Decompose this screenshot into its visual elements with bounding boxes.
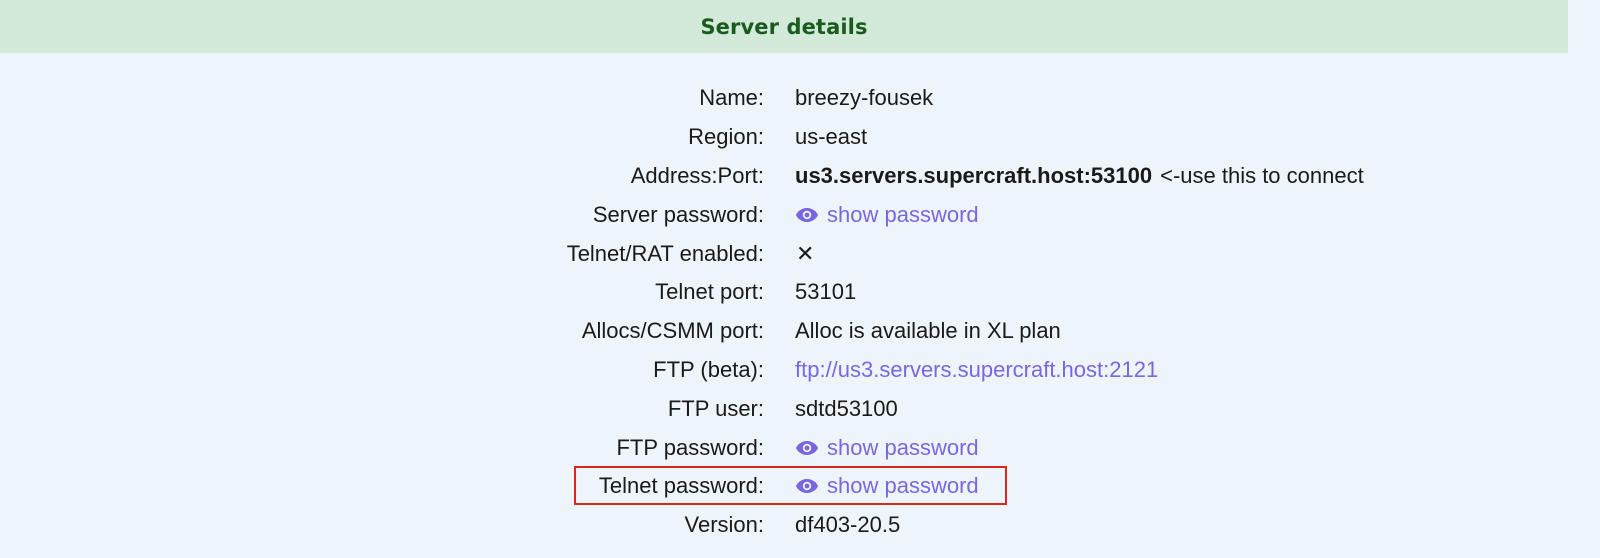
ftp-password-value: show password (795, 435, 979, 461)
name-label: Name: (699, 85, 764, 111)
eye-icon (796, 479, 818, 494)
allocs-port-value: Alloc is available in XL plan (795, 318, 1061, 344)
row-address-port: Address:Port: us3.servers.supercraft.hos… (0, 157, 1568, 196)
server-password-value: show password (795, 202, 979, 228)
show-server-password-text: show password (827, 201, 979, 227)
telnet-enabled-label: Telnet/RAT enabled: (566, 240, 764, 266)
telnet-password-label: Telnet password: (598, 473, 764, 499)
show-server-password-link[interactable]: show password (795, 202, 979, 228)
telnet-port-value: 53101 (795, 279, 857, 305)
region-value: us-east (795, 124, 868, 150)
panel-title: Server details (700, 14, 868, 39)
row-ftp: FTP (beta): ftp://us3.servers.supercraft… (0, 351, 1568, 390)
ftp-password-label: FTP password: (616, 434, 764, 460)
row-version: Version: df403-20.5 (0, 506, 1568, 545)
ftp-value: ftp://us3.servers.supercraft.host:2121 (795, 357, 1158, 383)
server-password-label: Server password: (592, 201, 764, 227)
server-details-body (0, 53, 1568, 558)
row-region: Region: us-east (0, 118, 1568, 157)
row-server-password: Server password: show password (0, 195, 1568, 234)
row-ftp-password: FTP password: show password (0, 428, 1568, 467)
row-allocs-port: Allocs/CSMM port: Alloc is available in … (0, 312, 1568, 351)
details-list: Name: breezy-fousek Region: us-east Addr… (0, 79, 1568, 545)
show-telnet-password-link[interactable]: show password (795, 473, 979, 499)
server-details-header: Server details (0, 0, 1568, 53)
address-port-value: us3.servers.supercraft.host:53100 <-use … (795, 163, 1364, 189)
allocs-port-label: Allocs/CSMM port: (581, 318, 764, 344)
address-port-text[interactable]: us3.servers.supercraft.host:53100 (795, 162, 1153, 188)
connect-hint: <-use this to connect (1160, 162, 1364, 188)
telnet-password-value: show password (795, 473, 979, 499)
ftp-label: FTP (beta): (653, 356, 764, 382)
eye-icon (796, 440, 818, 455)
ftp-user-label: FTP user: (667, 395, 764, 421)
show-telnet-password-text: show password (827, 473, 979, 499)
row-ftp-user: FTP user: sdtd53100 (0, 389, 1568, 428)
version-value: df403-20.5 (795, 512, 901, 538)
telnet-enabled-value: ✕ (795, 241, 814, 267)
row-telnet-enabled: Telnet/RAT enabled: ✕ (0, 234, 1568, 273)
eye-icon (796, 207, 818, 222)
show-ftp-password-text: show password (827, 434, 979, 460)
row-telnet-port: Telnet port: 53101 (0, 273, 1568, 312)
region-label: Region: (688, 124, 764, 150)
telnet-port-label: Telnet port: (655, 279, 764, 305)
ftp-user-value: sdtd53100 (795, 395, 898, 421)
name-value: breezy-fousek (795, 85, 934, 111)
x-mark-icon: ✕ (796, 240, 815, 266)
show-ftp-password-link[interactable]: show password (795, 435, 979, 461)
ftp-link[interactable]: ftp://us3.servers.supercraft.host:2121 (795, 356, 1159, 382)
version-label: Version: (684, 512, 765, 538)
row-name: Name: breezy-fousek (0, 79, 1568, 118)
address-port-label: Address:Port: (630, 162, 764, 188)
row-telnet-password: Telnet password: show password (0, 467, 1568, 506)
